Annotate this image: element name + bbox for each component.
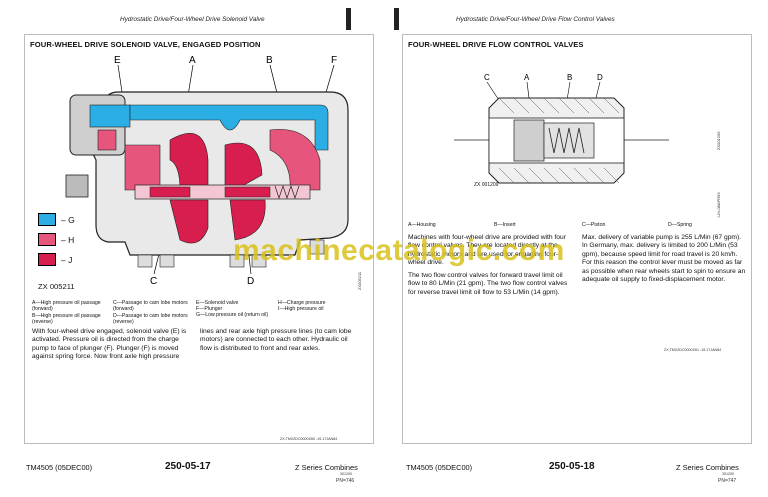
right-page: Hydrostatic Drive/Four-Wheel Drive Flow …	[384, 0, 768, 497]
left-footer-small: 301200	[340, 472, 352, 476]
left-body-col2: lines and rear axle high pressure lines …	[200, 328, 352, 352]
legend-label-j: – J	[61, 254, 73, 265]
right-figure-id-vertical: ZX001209	[716, 131, 721, 150]
legend-swatch-j	[38, 253, 56, 266]
callout-d-right: D	[597, 73, 603, 82]
left-figure-id-vertical: ZX005211	[357, 271, 362, 290]
right-panel	[402, 34, 752, 444]
right-title: FOUR-WHEEL DRIVE FLOW CONTROL VALVES	[408, 40, 584, 49]
right-header-bar	[394, 8, 399, 30]
right-ref: ZX,TMXZDC00001B1 -19-17JAN84	[664, 348, 722, 352]
left-panel	[24, 34, 374, 444]
legend-h: – H	[38, 233, 74, 246]
legend-label-g: – G	[61, 214, 75, 225]
callout-d: D	[247, 276, 254, 287]
right-footer-series: Z Series Combines	[676, 463, 739, 472]
caption-e: E—Solenoid valve	[196, 300, 239, 306]
left-header: Hydrostatic Drive/Four-Wheel Drive Solen…	[120, 16, 265, 23]
caption-c: C—Passage to cam lobe motors (forward)	[113, 300, 188, 313]
watermark: machinecatalogic.com	[233, 234, 565, 267]
callout-b-right: B	[567, 73, 572, 82]
caption-a: A—High pressure oil passage (forward)	[32, 300, 101, 313]
caption-b: B—High pressure oil passage (reverse)	[32, 313, 101, 326]
caption-spring: D—Spring	[668, 222, 692, 228]
left-ref: ZX,TMXZDC00001B0 -19-17JAN84	[280, 437, 338, 441]
right-body-p2: The two flow control valves for forward …	[408, 272, 568, 296]
callout-b: B	[266, 55, 273, 66]
callout-e: E	[114, 55, 121, 66]
caption-insert: B—Insert	[494, 222, 516, 228]
left-title: FOUR-WHEEL DRIVE SOLENOID VALVE, ENGAGED…	[30, 40, 261, 49]
left-footer-series: Z Series Combines	[295, 463, 358, 472]
left-figure-id: ZX 005211	[38, 282, 75, 291]
callout-a: A	[189, 55, 196, 66]
right-figure-side: -UN-08APR93	[716, 192, 721, 218]
caption-d: D—Passage to cam lobe motors (reverse)	[113, 313, 188, 326]
legend-j: – J	[38, 253, 72, 266]
right-footer-pn: PN=747	[718, 478, 737, 484]
left-footer-page: 250-05-17	[165, 461, 211, 472]
left-page: Hydrostatic Drive/Four-Wheel Drive Solen…	[24, 8, 374, 484]
caption-i: I—High pressure oil	[278, 306, 324, 312]
legend-swatch-g	[38, 213, 56, 226]
caption-housing: A—Housing	[408, 222, 436, 228]
right-footer-model: TM4505 (05DEC00)	[406, 463, 473, 472]
right-header: Hydrostatic Drive/Four-Wheel Drive Flow …	[456, 16, 615, 23]
left-footer-model: TM4505 (05DEC00)	[26, 463, 93, 472]
left-footer-pn: PN=746	[336, 478, 355, 484]
solenoid-valve-figure: E A B F C D	[65, 55, 349, 287]
caption-piston: C—Piston	[582, 222, 606, 228]
right-figure-id: ZX 001209	[474, 182, 499, 188]
right-footer-small: 301200	[722, 472, 734, 476]
caption-g: G—Low pressure oil (return oil)	[196, 312, 269, 318]
left-body-col1: With four-wheel drive engaged, solenoid …	[32, 328, 187, 361]
caption-h: H—Charge pressure	[278, 300, 326, 306]
callout-f: F	[331, 55, 337, 66]
right-footer-page: 250-05-18	[549, 461, 595, 472]
legend-label-h: – H	[61, 234, 75, 245]
left-header-bar	[346, 8, 351, 30]
right-body-p3: Max. delivery of variable pump is 255 L/…	[582, 234, 746, 284]
caption-f: F—Plunger	[196, 306, 223, 312]
callout-c: C	[150, 276, 157, 287]
flow-control-valve-figure: C A B D	[454, 73, 669, 184]
callout-a-right: A	[524, 73, 530, 82]
right-body-p1: Machines with four-wheel drive are provi…	[408, 234, 566, 267]
callout-c-right: C	[484, 73, 490, 82]
legend-swatch-h	[38, 233, 56, 246]
legend-g: – G	[38, 213, 75, 226]
